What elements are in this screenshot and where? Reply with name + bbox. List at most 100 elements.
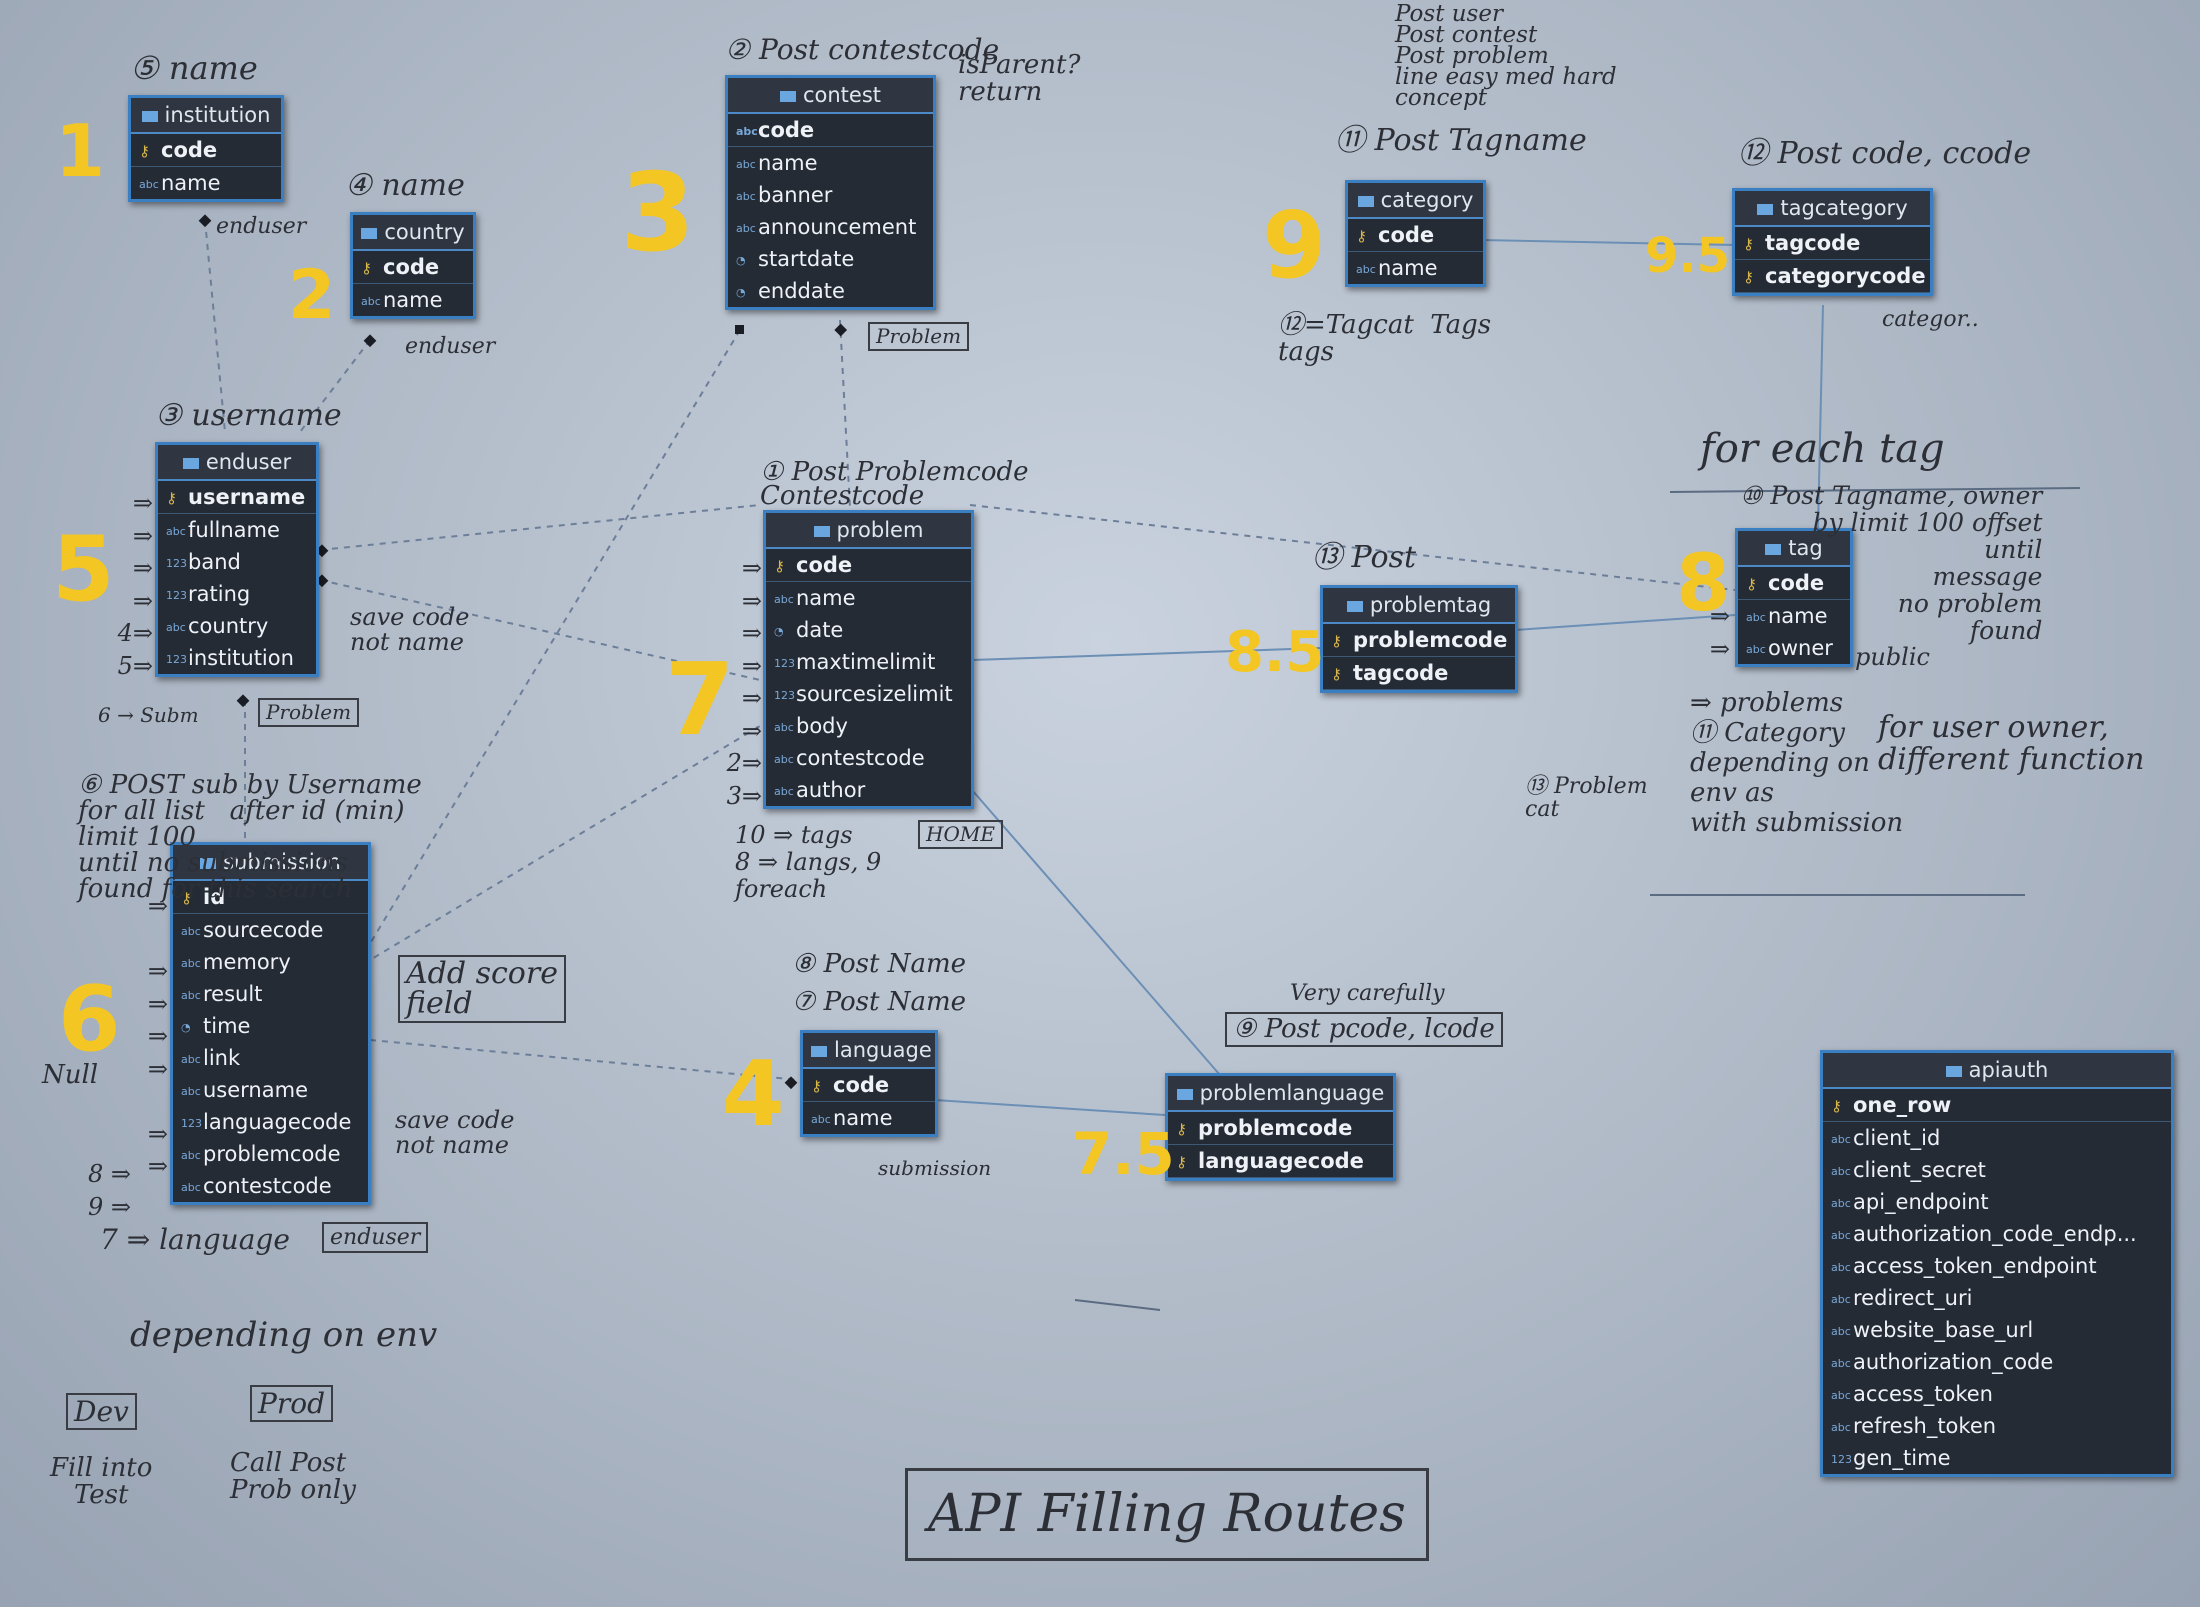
text-type-icon: abc [181,1052,201,1066]
table-column[interactable]: 123gen_time [1823,1442,2171,1474]
table-header[interactable]: submission [173,845,368,881]
table-column[interactable]: 123sourcesizelimit [766,678,971,710]
primary-key-column[interactable]: ⚷languagecode [1168,1145,1393,1178]
table-header[interactable]: tag [1738,531,1850,567]
primary-key-column[interactable]: ⚷code [766,549,971,582]
table-header[interactable]: tagcategory [1735,191,1930,227]
table-column[interactable]: 123maxtimelimit [766,646,971,678]
primary-key-column[interactable]: ⚷tagcode [1323,657,1515,690]
text-type-icon: abc [1746,642,1766,656]
primary-key-column[interactable]: ⚷code [1348,219,1483,252]
primary-key-column[interactable]: ⚷one_row [1823,1089,2171,1122]
table-header[interactable]: problemtag [1323,588,1515,624]
table-column[interactable]: 123band [158,546,316,578]
primary-key-column[interactable]: ⚷code [131,134,281,167]
table-column[interactable]: ◔enddate [728,275,933,307]
table-header[interactable]: problem [766,513,971,549]
column-name: fullname [188,518,280,542]
table-header[interactable]: problemlanguage [1168,1076,1393,1112]
table-tagcategory[interactable]: tagcategory⚷tagcode⚷categorycode [1732,188,1933,296]
table-header[interactable]: institution [131,98,281,134]
order-number-institution: 1 [55,109,106,193]
note-tag-bottom: ⇒ problems ⑪ Category depending on env a… [1690,688,1904,838]
table-header[interactable]: country [353,215,473,251]
primary-key-column[interactable]: ⚷code [1738,567,1850,600]
table-column[interactable]: 123institution [158,642,316,674]
primary-key-column[interactable]: ⚷categorycode [1735,260,1930,293]
column-name: gen_time [1853,1446,1951,1470]
table-header[interactable]: enduser [158,445,316,481]
table-problemtag[interactable]: problemtag⚷problemcode⚷tagcode [1320,585,1518,693]
text-type-icon: abc [1746,610,1766,624]
note-language: ⑧ Post Name ⑦ Post Name [792,949,967,1017]
primary-key-column[interactable]: ⚷problemcode [1168,1112,1393,1145]
column-name: startdate [758,247,855,271]
table-problemlanguage[interactable]: problemlanguage⚷problemcode⚷languagecode [1165,1073,1396,1181]
table-header[interactable]: apiauth [1823,1053,2171,1089]
table-header[interactable]: language [803,1033,935,1069]
column-name: name [1768,604,1828,628]
table-column[interactable]: 123languagecode [173,1106,368,1138]
primary-key-column[interactable]: abccode [728,114,933,147]
primary-key-column[interactable]: ⚷code [353,251,473,284]
table-icon [1765,543,1782,555]
text-type-icon: abc [166,524,186,538]
table-header[interactable]: category [1348,183,1483,219]
primary-key-column[interactable]: ⚷id [173,881,368,914]
table-column[interactable]: 123rating [158,578,316,610]
primary-key-column[interactable]: ⚷code [803,1069,935,1102]
table-header[interactable]: contest [728,78,933,114]
table-column[interactable]: ◔date [766,614,971,646]
table-column[interactable]: ◔startdate [728,243,933,275]
primary-key-column[interactable]: ⚷problemcode [1323,624,1515,657]
table-column[interactable]: ◔time [173,1010,368,1042]
primary-key-column[interactable]: ⚷username [158,481,316,514]
primary-key-column[interactable]: ⚷tagcode [1735,227,1930,260]
column-name: code [796,553,853,577]
column-name: sourcecode [203,918,324,942]
